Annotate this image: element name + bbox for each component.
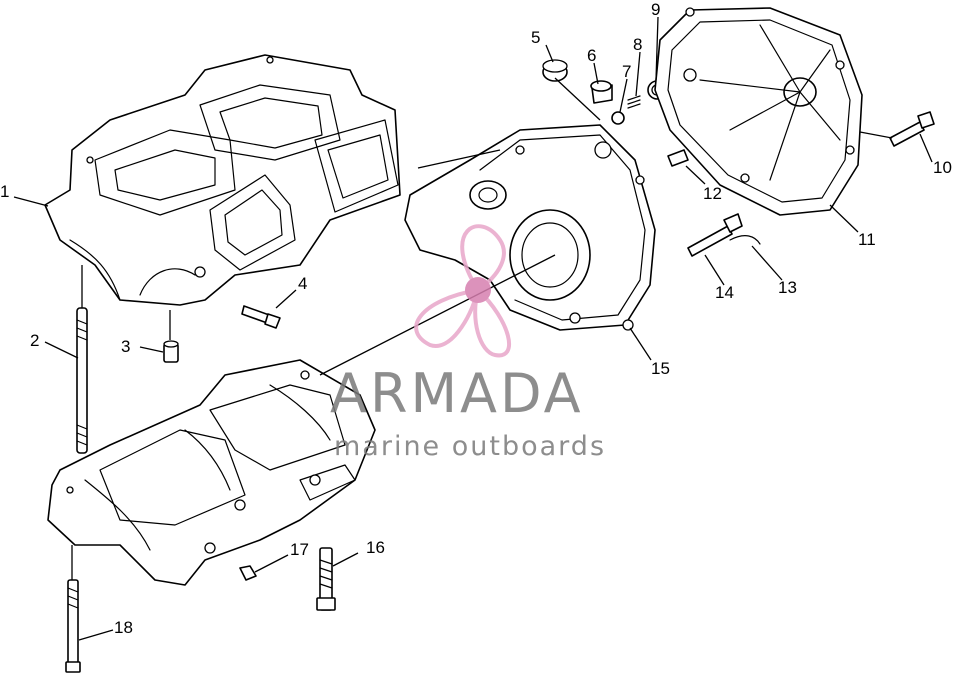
spring-8 <box>627 95 641 109</box>
callout-numbers: 1 2 3 4 5 6 7 8 9 10 11 12 13 14 15 16 1… <box>0 0 952 637</box>
callout-15: 15 <box>651 359 670 378</box>
upper-crankcase <box>44 54 401 306</box>
stud-16 <box>316 547 336 611</box>
lower-crankcase <box>47 359 376 586</box>
clip-13 <box>729 235 761 245</box>
callout-17: 17 <box>290 540 309 559</box>
assembly-center-lines <box>71 77 893 580</box>
rotary-valve-cover-15 <box>404 124 656 331</box>
long-bolt-18 <box>65 579 81 673</box>
callout-5: 5 <box>531 28 540 47</box>
callout-13: 13 <box>778 278 797 297</box>
armada-watermark: ARMADA marine outboards <box>330 224 606 462</box>
watermark-tagline: marine outboards <box>334 431 606 462</box>
callout-6: 6 <box>587 46 596 65</box>
callout-18: 18 <box>114 618 133 637</box>
propeller-logo-icon <box>414 224 512 358</box>
pin-12 <box>667 149 689 167</box>
watermark-brand: ARMADA <box>330 362 584 425</box>
seal-5 <box>542 59 568 82</box>
screw-7 <box>611 111 625 125</box>
callout-9: 9 <box>651 0 660 19</box>
callout-12: 12 <box>703 184 722 203</box>
callout-3: 3 <box>121 337 130 356</box>
callout-8: 8 <box>633 35 642 54</box>
callout-2: 2 <box>30 331 39 350</box>
rotary-valve-cover-11 <box>654 7 863 216</box>
long-stud-2 <box>76 307 88 454</box>
callout-11: 11 <box>858 230 876 249</box>
bolt-17 <box>239 565 257 581</box>
callout-1: 1 <box>0 182 9 201</box>
callout-10: 10 <box>933 158 952 177</box>
crankcase-bolt-4 <box>241 305 281 329</box>
callout-leaders <box>13 16 933 641</box>
dowel-pin-3 <box>163 340 179 363</box>
callout-7: 7 <box>622 62 631 81</box>
bolt-14 <box>687 213 743 257</box>
plug-6 <box>590 80 613 104</box>
callout-4: 4 <box>298 274 307 293</box>
callout-16: 16 <box>366 538 385 557</box>
bolt-10 <box>889 111 935 147</box>
callout-14: 14 <box>715 283 734 302</box>
